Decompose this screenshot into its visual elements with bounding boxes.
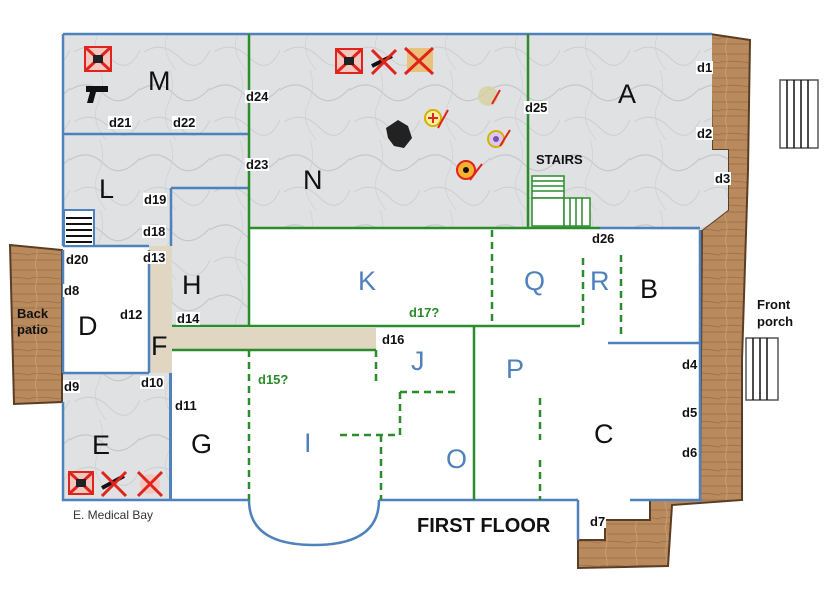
crossed-ration-icon: [403, 46, 435, 76]
door-d18: d18: [142, 224, 167, 239]
room-label-Q: Q: [524, 266, 546, 296]
door-d3: d3: [714, 171, 732, 186]
crossed-tool-icon: [370, 48, 398, 76]
door-d22: d22: [172, 115, 197, 130]
corridor-F-right-wall: [169, 373, 172, 500]
room-label-G: G: [191, 429, 213, 459]
door-d13: d13: [142, 250, 167, 265]
room-label-F: F: [151, 331, 168, 361]
boot-print-icon: [386, 120, 412, 148]
door-d17: d17?: [409, 305, 440, 320]
pistol-icon: [86, 86, 108, 103]
green-dashed-walls: [247, 230, 623, 500]
door-d21: d21: [108, 115, 133, 130]
door-d8: d8: [63, 283, 81, 298]
door-d7: d7: [589, 514, 607, 529]
door-d20: d20: [65, 252, 90, 267]
door-d4: d4: [681, 357, 699, 372]
door-d6: d6: [681, 445, 699, 460]
medical-bay-caption: E. Medical Bay: [73, 508, 154, 522]
door-d10: d10: [140, 375, 165, 390]
first-aid-icon: [424, 109, 449, 129]
crossed-tool-icon: [100, 470, 128, 498]
door-d12: d12: [119, 307, 144, 322]
room-H-floor: [172, 188, 249, 326]
room-label-D: D: [78, 311, 98, 341]
door-d26: d26: [591, 231, 616, 246]
door-d1: d1: [696, 60, 714, 75]
room-label-L: L: [99, 174, 115, 204]
corridor-F-horizontal: [149, 328, 376, 350]
door-d14: d14: [176, 311, 201, 326]
stairs-icon: [531, 175, 591, 227]
door-d23: d23: [245, 157, 270, 172]
door-d16: d16: [381, 332, 406, 347]
grenade-icon: [487, 129, 511, 148]
door-d11: d11: [174, 398, 198, 413]
door-d25: d25: [524, 100, 549, 115]
loot-bag-icon: [478, 86, 501, 106]
room-label-J: J: [411, 346, 425, 376]
room-label-P: P: [506, 354, 525, 384]
crossed-box-icon: [334, 47, 364, 75]
crossed-box-icon: [67, 470, 95, 496]
room-label-R: R: [590, 266, 610, 296]
front-porch-label-line1: Front: [757, 297, 791, 312]
back-patio-label-line1: Back: [17, 306, 49, 321]
front-porch-label-line2: porch: [757, 314, 794, 329]
room-label-B: B: [640, 274, 659, 304]
room-label-N: N: [303, 165, 323, 195]
room-label-O: O: [446, 444, 468, 474]
target-icon: [456, 160, 483, 181]
back-stairs-icon: [63, 209, 95, 247]
door-d15: d15?: [258, 372, 289, 387]
back-patio-label-line2: patio: [17, 322, 49, 337]
room-label-C: C: [594, 419, 614, 449]
room-label-M: M: [148, 66, 171, 96]
blue-walls: [61, 32, 712, 547]
room-A-floor: [528, 34, 728, 230]
door-d9: d9: [63, 379, 81, 394]
green-walls: [172, 34, 600, 500]
front-steps-icon: [745, 79, 819, 401]
floor-title: FIRST FLOOR: [417, 515, 551, 537]
door-d24: d24: [245, 89, 270, 104]
room-label-K: K: [358, 266, 377, 296]
room-D-walls: [61, 250, 151, 373]
door-d5: d5: [681, 405, 699, 420]
room-label-I: I: [304, 428, 312, 458]
room-label-H: H: [182, 270, 202, 300]
crossed-ration-icon: [136, 470, 164, 498]
room-label-E: E: [92, 430, 111, 460]
room-label-A: A: [618, 79, 637, 109]
stairs-label: STAIRS: [536, 152, 583, 167]
door-d19: d19: [143, 192, 168, 207]
door-d2: d2: [696, 126, 714, 141]
crossed-box-icon: [83, 45, 113, 73]
